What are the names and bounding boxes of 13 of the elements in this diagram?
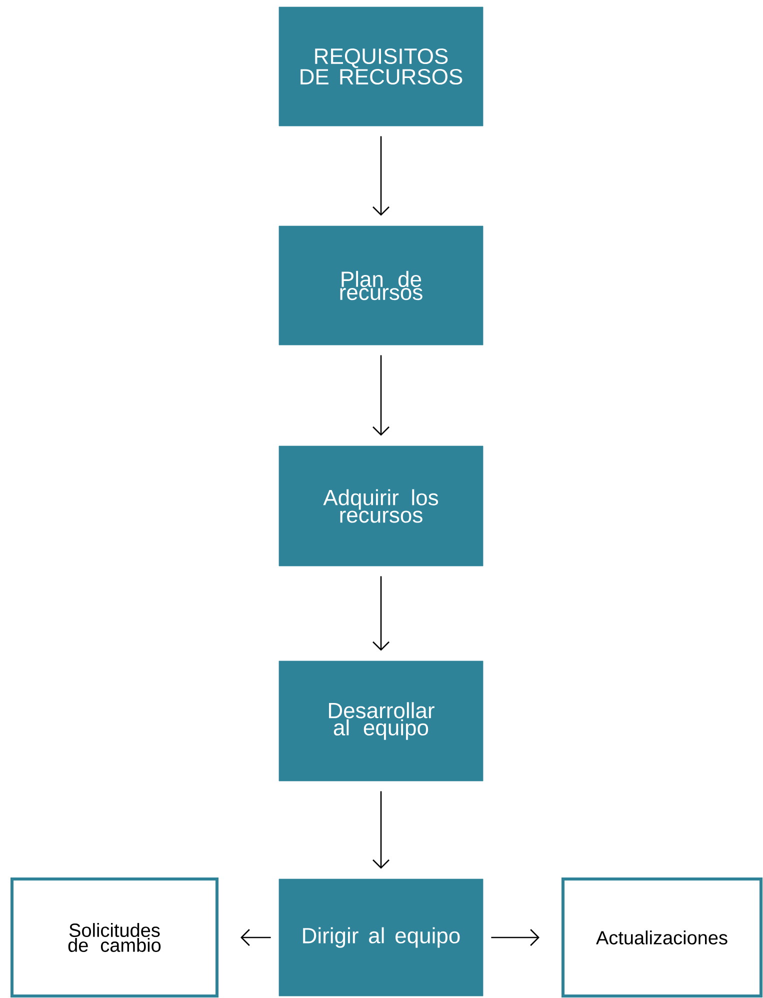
process-box: Adquirir los recursos	[278, 446, 484, 566]
process-box: REQUISITOS DE RECURSOS	[278, 6, 484, 126]
arrow	[491, 929, 540, 946]
arrow	[372, 791, 390, 869]
process-box: Dirigir al equipo	[278, 878, 484, 996]
arrow	[240, 929, 271, 946]
arrow	[372, 576, 390, 651]
process-box: Desarrollar al equipo	[278, 660, 484, 782]
output-box: Solicitudes de cambio	[10, 878, 218, 998]
arrow	[372, 355, 390, 436]
output-box: Actualizaciones	[562, 878, 762, 998]
process-box: Plan de recursos	[278, 226, 484, 346]
arrow	[372, 136, 390, 216]
